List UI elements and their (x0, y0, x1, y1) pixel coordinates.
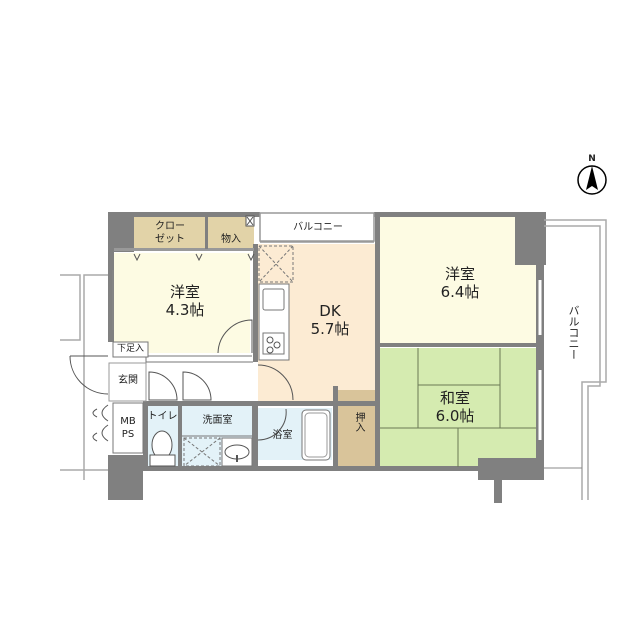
balcony-north-label: バルコニー (293, 222, 343, 233)
wall-bottom (143, 466, 480, 471)
closet-label-1: クロー (155, 221, 185, 232)
mbps-label-1: MB (120, 416, 136, 427)
western-small-size: 4.3帖 (165, 301, 205, 319)
oshiire-label: 押入 (353, 412, 364, 432)
wall-toilet-right (178, 401, 182, 471)
bathroom-label: 浴室 (272, 430, 293, 441)
mbps-label-2: PS (121, 429, 135, 440)
room-western-large (380, 217, 536, 343)
japanese-name: 和室 (439, 389, 470, 407)
compass-north-label: N (588, 154, 596, 164)
wall-right (536, 212, 544, 477)
wall-left-lower (108, 455, 143, 500)
wall-dk-west (253, 244, 258, 362)
washroom-label: 洗面室 (202, 415, 233, 426)
wall-wet-top (143, 401, 376, 406)
wall-closet-bottom (114, 248, 254, 251)
western-large-name: 洋室 (444, 265, 475, 283)
storage-top-label: 物入 (221, 234, 241, 245)
closet-label-2: ゼット (155, 234, 185, 245)
toilet-label: トイレ (147, 411, 178, 422)
wall-corner-nw (108, 212, 134, 252)
wall-top-right (374, 212, 546, 217)
wall-dk-east (375, 212, 380, 468)
wall-corner-ne (515, 212, 546, 265)
japanese-size: 6.0帖 (435, 407, 475, 425)
western-large-size: 6.4帖 (440, 283, 480, 301)
wall-corner-se (478, 458, 544, 480)
wall-left-upper (108, 212, 114, 342)
wall-storage-divider (205, 217, 208, 249)
wall-japanese-top (380, 343, 536, 347)
wall-top-left (108, 212, 260, 217)
western-small-name: 洋室 (169, 283, 200, 301)
wall-oshiire-frame (333, 386, 338, 468)
room-western-small (113, 253, 250, 353)
dk-size: 5.7帖 (310, 320, 350, 338)
wall-bath-left (252, 401, 258, 471)
dk-name: DK (319, 302, 341, 320)
balcony-east-label: バルコニー (567, 305, 580, 360)
shoe-storage-label: 下足入 (116, 344, 144, 354)
closet (134, 217, 206, 249)
wall-toilet-left (143, 401, 148, 471)
wall-pillar-se (494, 478, 502, 503)
entrance-label: 玄関 (118, 375, 138, 386)
